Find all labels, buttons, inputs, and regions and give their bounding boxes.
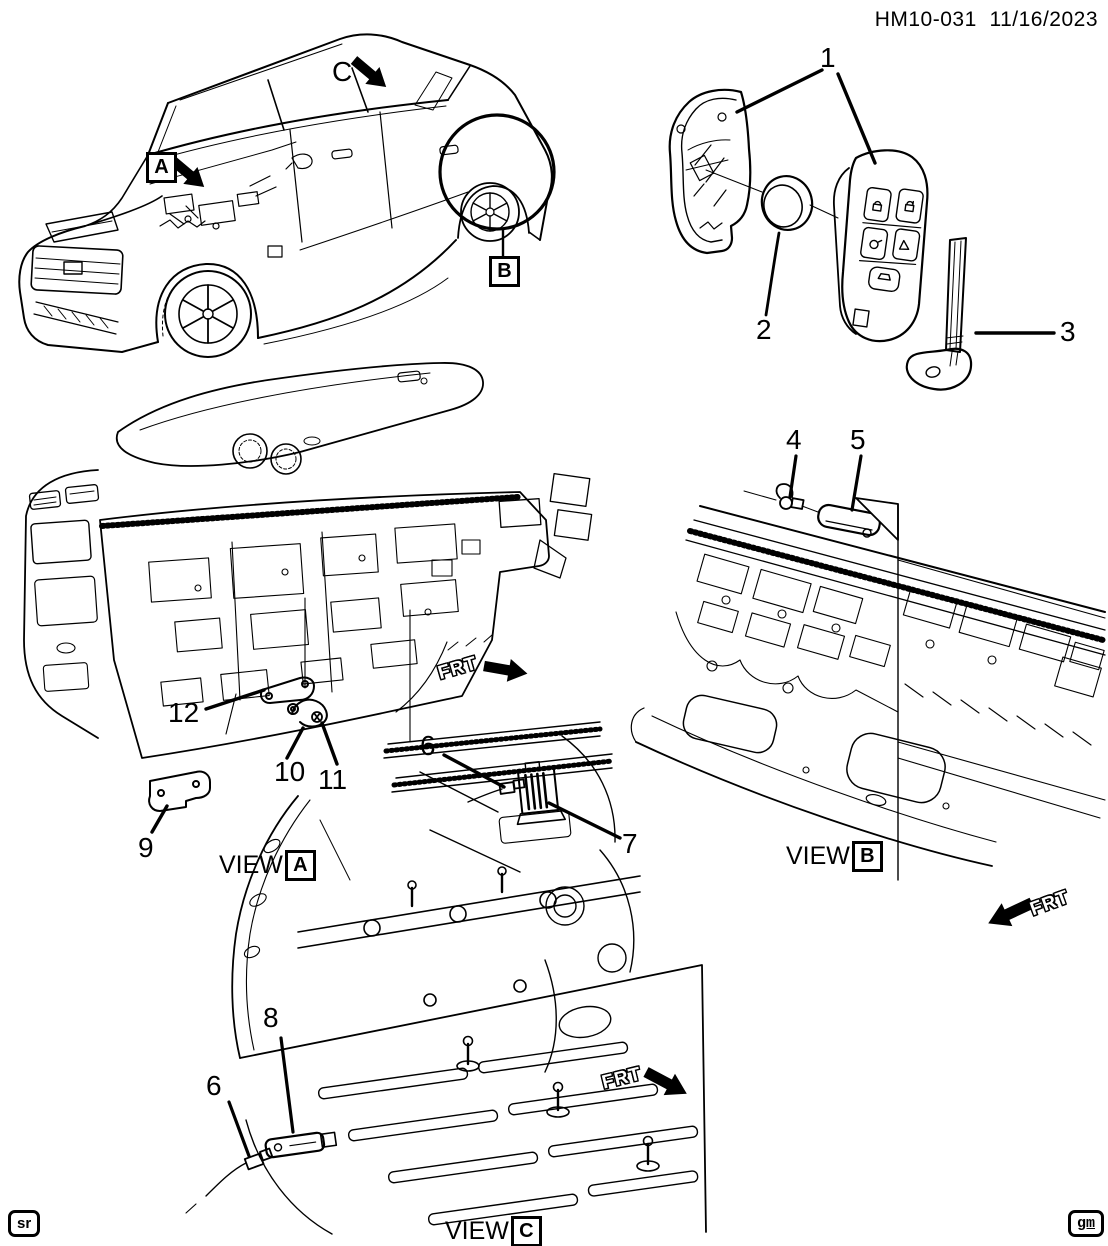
callout-5: 5: [850, 424, 866, 455]
view-a-letter: A: [284, 850, 316, 881]
view-a-illustration: [23, 362, 593, 834]
doc-code: HM10-031: [874, 8, 977, 31]
car-illustration: [18, 33, 556, 358]
part-1-back-cover: [668, 88, 752, 255]
car-label-b: B: [489, 256, 520, 287]
part-12-antenna-bracket: [260, 676, 315, 704]
view-c-letter: C: [510, 1216, 542, 1246]
view-b-illustration: [630, 454, 1106, 936]
view-b-leader-lines: [788, 454, 863, 512]
keyfob-exploded-illustration: [668, 68, 1056, 391]
callout-1: 1: [820, 42, 836, 73]
part-2-battery: [760, 175, 814, 231]
part-11-bolt: [311, 711, 323, 723]
frt-arrow-view-b: [981, 890, 1039, 936]
view-c-upper-leaders: [442, 753, 622, 840]
callout-2: 2: [756, 314, 772, 345]
gm-logo-badge: gm: [1068, 1210, 1105, 1237]
car-label-a: A: [146, 152, 177, 183]
view-c-word: VIEW: [445, 1217, 509, 1245]
part-6-connector-lower: [185, 1147, 274, 1214]
view-b-word: VIEW: [786, 842, 850, 870]
frt-arrow-view-a: [481, 653, 531, 686]
callout-12: 12: [168, 697, 200, 728]
callout-11: 11: [318, 764, 348, 795]
view-c-illustration: [185, 721, 707, 1235]
view-a-label: VIEW A: [219, 850, 316, 881]
callout-4: 4: [786, 424, 802, 455]
detail-circle-b: [438, 113, 556, 258]
part-3-key-blade: [905, 237, 973, 391]
callout-9: 9: [138, 832, 154, 863]
sr-badge: sr: [8, 1210, 41, 1237]
callout-6-lower: 6: [206, 1070, 222, 1101]
part-7-antenna-module: [498, 761, 572, 844]
view-b-letter: B: [851, 841, 883, 872]
part-1-fob-front: [833, 149, 929, 343]
view-b-label: VIEW B: [786, 841, 883, 872]
drawing-number-title: HM10-031 11/16/2023: [875, 8, 1098, 32]
callout-7: 7: [622, 828, 638, 859]
callout-10: 10: [274, 756, 306, 787]
keyfob-leader-lines: [735, 68, 1056, 335]
view-a-word: VIEW: [219, 851, 283, 879]
view-c-label: VIEW C: [445, 1216, 542, 1246]
doc-date: 11/16/2023: [989, 8, 1098, 31]
part-10-hook: [287, 698, 328, 728]
callout-6-upper: 6: [420, 730, 436, 761]
frt-arrow-view-c: [639, 1060, 694, 1106]
callout-3: 3: [1060, 316, 1076, 347]
view-c-lower-leaders: [227, 1036, 295, 1158]
part-8-antenna-bracket: [264, 1131, 338, 1159]
view-a-leader-lines: [150, 688, 339, 834]
car-label-c: C: [332, 56, 353, 87]
part-9-bracket: [148, 770, 211, 812]
callout-8: 8: [263, 1002, 279, 1033]
